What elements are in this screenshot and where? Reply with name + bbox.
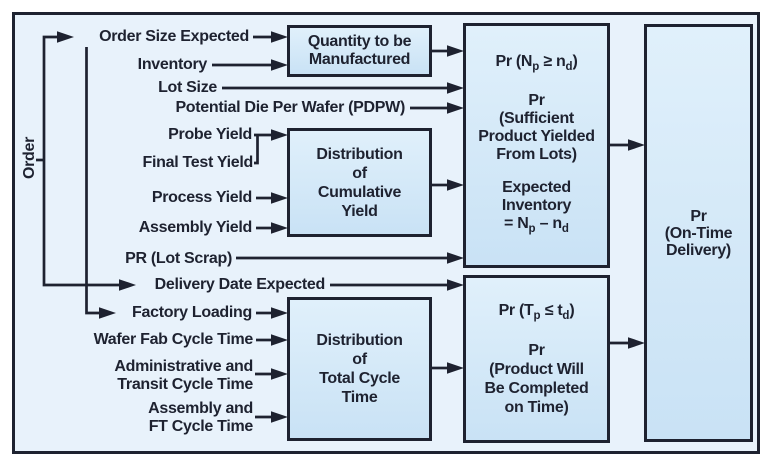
box-line: Product Yielded: [478, 127, 595, 145]
box-line: (Sufficient: [499, 109, 574, 127]
label-probe-yield: Probe Yield: [168, 126, 252, 143]
arrow-lot-size: [222, 82, 464, 94]
arrow-inventory: [212, 59, 288, 71]
box-line: Manufactured: [308, 51, 411, 68]
box-line: of: [352, 164, 367, 182]
formula-tp-le-td: Pr (Tp ≤ td): [498, 301, 575, 323]
box-line: Delivery): [666, 241, 731, 259]
box-line: (On-Time: [664, 224, 733, 242]
arrow-yieldprob-to-otd: [610, 139, 645, 151]
arrow-distyield-to-yieldprob: [432, 179, 464, 191]
arrow-timeprob-to-otd: [610, 337, 645, 349]
box-line: Pr: [690, 207, 707, 225]
arrow-admin-transit: [255, 368, 288, 380]
box-line: Pr: [528, 342, 545, 360]
label-lot-size: Lot Size: [158, 79, 217, 96]
box-distribution-cumulative-yield: Distribution of Cumulative Yield: [287, 128, 432, 237]
arrow-pdpw: [410, 102, 464, 114]
label-line: FT Cycle Time: [148, 417, 254, 435]
box-line: Distribution: [316, 332, 403, 349]
label-pr-lot-scrap: PR (Lot Scrap): [125, 250, 232, 267]
label-assembly-ft-cycle-time: Assembly and FT Cycle Time: [148, 400, 253, 435]
label-final-test-yield: Final Test Yield: [142, 154, 254, 171]
arrow-delivery-date: [330, 279, 464, 291]
box-line: Quantity to be: [307, 33, 412, 50]
arrow-quantity-to-yieldprob: [432, 45, 464, 57]
box-line: Yield: [341, 202, 378, 220]
box-yield-probability: Pr (Np ≥ nd) Pr (Sufficient Product Yiel…: [463, 23, 610, 268]
order-branch-line: [36, 31, 136, 291]
box-quantity-to-be-manufactured: Quantity to be Manufactured: [287, 25, 432, 77]
arrow-process-yield: [256, 192, 288, 204]
box-line: Distribution: [316, 145, 403, 163]
order-size-to-factory-line: [85, 47, 116, 319]
box-line: From Lots): [496, 145, 577, 163]
label-process-yield: Process Yield: [151, 189, 252, 206]
box-line: Time: [341, 389, 378, 406]
sufficient-product-block: Pr (Sufficient Product Yielded From Lots…: [478, 91, 595, 164]
expected-inventory-block: Expected Inventory = Np – nd: [501, 178, 572, 238]
arrow-order-size: [253, 31, 288, 43]
box-line: (Product Will: [489, 361, 584, 379]
arrow-probe-final-yield: [254, 129, 288, 165]
box-line: Inventory: [501, 196, 572, 214]
label-line: Administrative and: [114, 358, 253, 375]
label-line: Assembly and: [148, 400, 253, 417]
box-line: of: [352, 351, 367, 368]
arrow-factory-loading: [256, 307, 288, 319]
formula-np-minus-nd: = Np – nd: [504, 214, 569, 235]
box-line: Be Completed: [484, 380, 589, 398]
label-factory-loading: Factory Loading: [132, 304, 252, 321]
label-inventory: Inventory: [137, 56, 208, 73]
label-delivery-date-expected: Delivery Date Expected: [154, 276, 326, 293]
arrow-pr-lot-scrap: [236, 252, 464, 264]
box-on-time-delivery: Pr (On-Time Delivery): [644, 24, 753, 442]
formula-np-ge-nd: Pr (Np ≥ nd): [495, 53, 578, 74]
product-completed-block: Pr (Product Will Be Completed on Time): [485, 341, 589, 417]
arrow-wafer-fab: [256, 334, 288, 346]
box-line: Expected: [502, 178, 571, 196]
box-line: Cumulative: [317, 183, 402, 201]
order-label: Order: [21, 136, 38, 180]
box-distribution-total-cycle-time: Distribution of Total Cycle Time: [287, 297, 432, 441]
box-line: Pr: [528, 91, 545, 109]
label-assembly-yield: Assembly Yield: [138, 219, 253, 236]
label-admin-transit-cycle-time: Administrative and Transit Cycle Time: [114, 358, 253, 393]
label-line: Transit Cycle Time: [117, 375, 253, 393]
box-line: Total Cycle: [319, 370, 400, 387]
label-order-size-expected: Order Size Expected: [99, 28, 249, 45]
label-potential-die-per-wafer: Potential Die Per Wafer (PDPW): [175, 99, 405, 116]
label-wafer-fab-cycle-time: Wafer Fab Cycle Time: [93, 331, 254, 348]
arrow-assembly-ft: [255, 411, 288, 423]
arrow-distcycle-to-timeprob: [432, 362, 464, 374]
box-line: on Time): [504, 399, 569, 417]
arrow-assembly-yield: [256, 222, 288, 234]
box-time-probability: Pr (Tp ≤ td) Pr (Product Will Be Complet…: [463, 275, 610, 443]
